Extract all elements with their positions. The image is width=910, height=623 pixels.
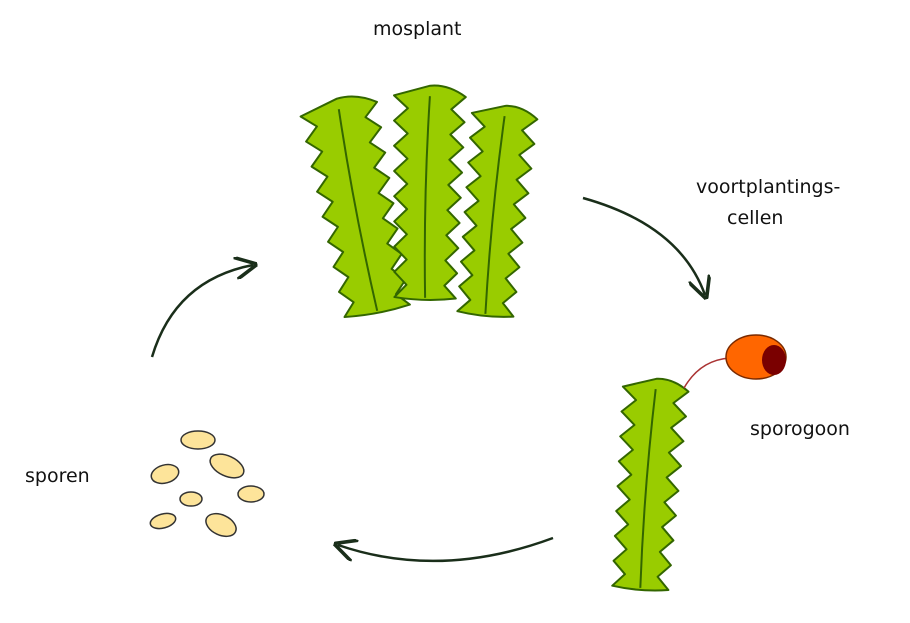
mosplant-leaf-middle-midrib [423,96,431,298]
label-sporogoon: sporogoon [750,418,850,440]
arrow-to-mosplant [150,265,253,358]
arrow-to-sporen [338,536,554,563]
sporogoon-plant-leaf [611,377,690,592]
label-voortplantingscellen-2: cellen [727,207,784,229]
spore [180,430,216,450]
spore [237,485,265,503]
spore [205,512,237,538]
label-mosplant: mosplant [373,18,462,40]
mosplant-leaf-right [456,104,539,318]
mosplant-leaf-middle [393,84,467,301]
spore [209,453,245,479]
spore [149,512,177,530]
mosplant-leaf-left-midrib [337,109,379,312]
spore [150,463,180,485]
mosplant-leaf-right-midrib [484,115,506,314]
sporogoon-stalk [683,357,731,389]
spore [179,491,203,507]
sporogoon-capsule-opening [762,345,786,375]
sporogoon-plant-leaf-midrib [639,389,657,588]
label-sporen: sporen [25,465,90,487]
arrow-to-sporogoon [582,196,705,295]
label-voortplantingscellen-1: voortplantings- [696,176,841,198]
